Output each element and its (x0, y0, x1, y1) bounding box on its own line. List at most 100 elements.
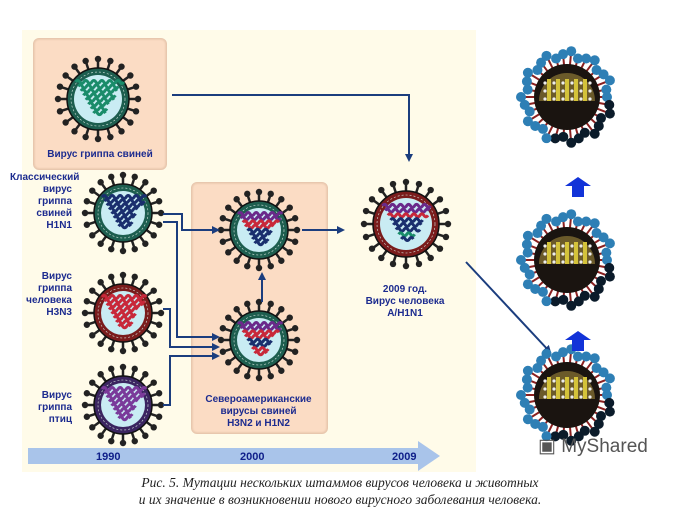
spike-head (155, 221, 163, 228)
spike-head (581, 53, 592, 64)
spike-head (368, 245, 376, 252)
spike-head (127, 72, 134, 79)
rna-segment (115, 319, 134, 326)
spike-head (142, 340, 149, 347)
rna-segment (236, 211, 284, 218)
spike-head (536, 355, 547, 366)
spike-head (119, 347, 127, 355)
spike-head (54, 95, 62, 103)
spike-head (255, 188, 263, 196)
rna-segment (107, 206, 139, 213)
spike-head (442, 233, 450, 241)
rna-segment (105, 302, 145, 309)
spike-head (604, 271, 615, 282)
rna-segment (84, 96, 116, 103)
spike-head (593, 418, 604, 429)
figure-caption: Рис. 5. Мутации нескольких штаммов вирус… (60, 474, 620, 508)
spike-head (593, 283, 604, 294)
spike-head (537, 123, 548, 134)
spike-head (532, 65, 543, 76)
rna-segment (239, 325, 282, 332)
spike-head (267, 300, 274, 308)
spike-head (522, 382, 533, 393)
rna-segment (107, 306, 139, 313)
swine-virus-label: Вирус гриппа свиней (47, 149, 153, 160)
dot (588, 379, 592, 383)
rna-segment (253, 240, 268, 247)
dot (543, 387, 547, 391)
rna-segment (117, 415, 132, 422)
dot (579, 89, 583, 93)
spike-head (89, 287, 96, 294)
dot (588, 89, 592, 93)
spike-head (522, 365, 533, 376)
spike-head (604, 373, 615, 384)
spike-head (516, 390, 526, 400)
spike-head (132, 83, 140, 90)
spike-head (572, 216, 583, 227)
spike-head (519, 262, 530, 273)
label-line: H3N3 (46, 307, 72, 318)
dot (543, 81, 547, 85)
north-american-swine-label: Североамериканские вирусы свиней H3N2 и … (191, 394, 326, 430)
virus-avian (81, 363, 165, 447)
spike-head (219, 348, 227, 355)
dot (579, 379, 583, 383)
spike-head (82, 57, 89, 65)
spike-head (389, 260, 397, 268)
spike-head (119, 439, 127, 447)
spike-head (558, 347, 569, 358)
dot (561, 379, 565, 383)
spike-head (601, 84, 612, 95)
rna-segment (392, 221, 423, 228)
spike-head (286, 314, 293, 321)
arrow-classic-to-na-bottom (163, 221, 220, 341)
dot (570, 260, 574, 264)
spike-head (89, 424, 96, 431)
label-line: птиц (48, 414, 72, 425)
arrow-swine-to-2009 (172, 94, 413, 162)
spike-head (602, 92, 612, 102)
spike-head (604, 262, 615, 273)
dot (570, 89, 574, 93)
spike-head (598, 69, 609, 80)
envelope-dash (97, 187, 149, 239)
caption-line-2: и их значение в возникновении нового вир… (138, 492, 542, 507)
rna-segment (103, 198, 146, 205)
rna-segment (112, 406, 136, 413)
spike-head (541, 50, 552, 61)
rna-segment (103, 390, 146, 397)
label-line: Классический (10, 172, 80, 183)
rna-segment (400, 236, 415, 243)
spike-head (541, 213, 552, 224)
spike-head (83, 198, 91, 205)
spike-head (360, 220, 368, 228)
dot (579, 395, 583, 399)
spike-head (62, 119, 69, 126)
rna-segment (110, 402, 137, 409)
spike-head (157, 209, 165, 217)
spike-head (442, 207, 450, 215)
spike-head (286, 249, 293, 256)
dot (579, 260, 583, 264)
spike-head (378, 186, 385, 194)
dot (543, 379, 547, 383)
spike-head (566, 300, 577, 311)
spike-head (233, 367, 240, 374)
rna-segment (74, 78, 126, 85)
rna-segment (246, 227, 273, 234)
spike-head (108, 245, 115, 253)
label-line: человека (26, 295, 72, 306)
spike-head (278, 367, 285, 374)
rnp-segment (565, 377, 569, 399)
dot (561, 260, 565, 264)
spike-head (255, 264, 263, 272)
spike-head (522, 67, 533, 78)
spike-head (522, 414, 533, 425)
spike-head (566, 137, 577, 148)
rnp-segment (547, 242, 551, 264)
watermark-text: MyShared (561, 436, 648, 457)
spike-head (402, 178, 410, 186)
spike-head (602, 255, 612, 265)
